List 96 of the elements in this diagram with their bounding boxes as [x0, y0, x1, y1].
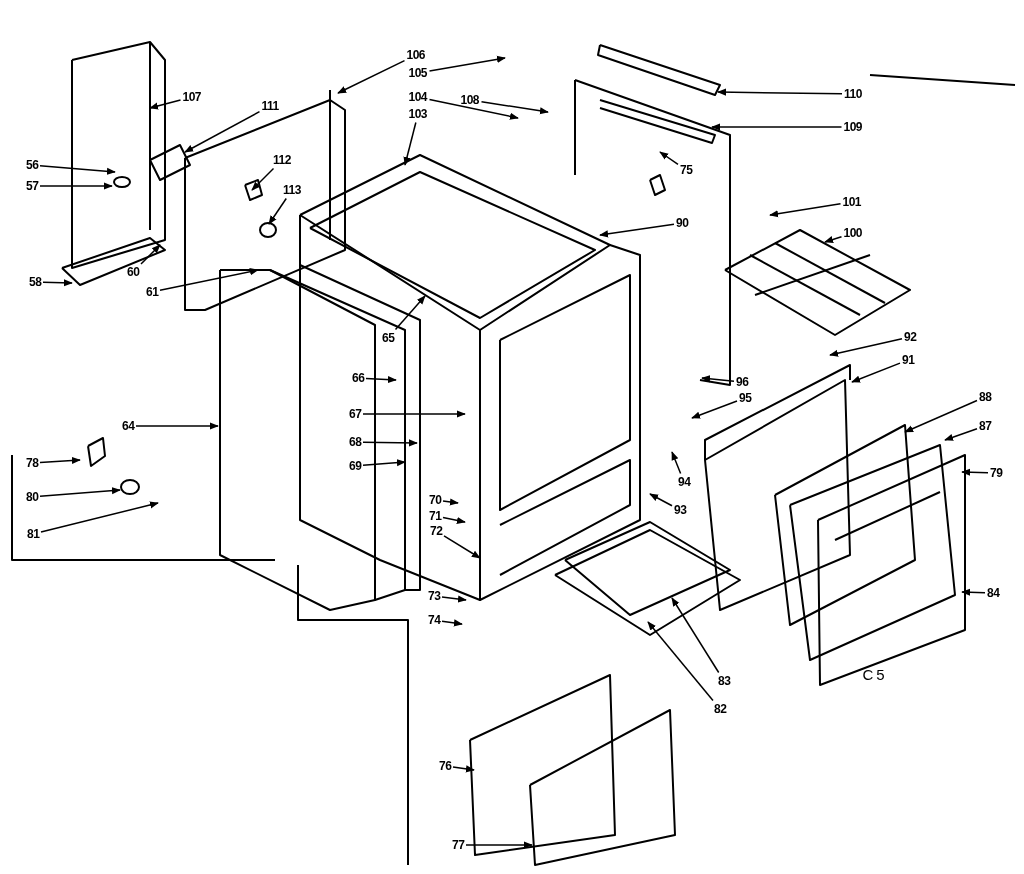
callout-number: 108 — [460, 93, 480, 107]
callout-number: 56 — [26, 158, 39, 172]
callout-number: 75 — [680, 163, 693, 177]
leader-line — [362, 459, 406, 467]
leader-line — [135, 422, 219, 430]
leader-line — [251, 167, 275, 191]
leader-line — [465, 841, 533, 849]
leader-line — [647, 621, 714, 702]
callout-number: 61 — [146, 285, 159, 299]
callout-number: 65 — [382, 331, 395, 345]
callout-number: 68 — [349, 435, 362, 449]
callout-number: 111 — [261, 99, 279, 113]
callout-number: 103 — [408, 107, 428, 121]
callout-number: 93 — [674, 503, 687, 517]
leader-line — [829, 338, 903, 357]
callout-number: 71 — [429, 509, 442, 523]
figure-code: C5 — [862, 665, 888, 683]
callout-number: 94 — [678, 475, 691, 489]
leader-line — [39, 487, 121, 498]
leader-line — [441, 595, 467, 603]
leader-line — [851, 362, 901, 383]
leader-line — [39, 182, 113, 190]
leader-line — [39, 456, 81, 465]
callout-number: 79 — [990, 466, 1003, 480]
callout-number: 74 — [428, 613, 441, 627]
callout-number: 77 — [452, 838, 465, 852]
callout-number: 72 — [430, 524, 443, 538]
callout-number: 113 — [283, 183, 301, 197]
leader-line — [403, 121, 417, 166]
callout-number: 76 — [439, 759, 452, 773]
callout-number: 90 — [676, 216, 689, 230]
leader-line — [769, 203, 842, 218]
leader-line — [961, 468, 989, 476]
leader-line — [671, 451, 682, 475]
callout-number: 112 — [273, 153, 291, 167]
callout-number: 83 — [718, 674, 731, 688]
leader-line — [443, 535, 481, 559]
leader-line — [599, 223, 675, 238]
callout-number: 64 — [122, 419, 135, 433]
leader-line — [362, 410, 466, 418]
leader-line — [184, 110, 261, 153]
leader-line — [441, 619, 463, 627]
leader-line — [442, 516, 466, 524]
leader-line — [159, 268, 259, 292]
leader-line — [452, 765, 475, 773]
leader-line — [394, 295, 426, 331]
callout-number: 84 — [987, 586, 1000, 600]
leader-line — [337, 59, 406, 94]
leader-line — [149, 99, 182, 110]
callout-number: 87 — [979, 419, 992, 433]
callout-number: 70 — [429, 493, 442, 507]
leader-line — [649, 493, 673, 507]
leader-line — [40, 501, 159, 533]
callout-number: 96 — [736, 375, 749, 389]
leader-line — [711, 123, 843, 131]
leader-line — [659, 151, 679, 166]
callout-number: 80 — [26, 490, 39, 504]
callout-number: 104 — [408, 90, 428, 104]
callout-number: 109 — [843, 120, 863, 134]
callout-number: 106 — [406, 48, 426, 62]
callout-number: 81 — [27, 527, 40, 541]
leader-line — [428, 55, 506, 72]
callout-number: 110 — [844, 87, 862, 101]
callout-number: 60 — [127, 265, 140, 279]
callout-number: 92 — [904, 330, 917, 344]
leader-line — [39, 164, 116, 175]
leader-line — [480, 101, 549, 115]
callout-number: 95 — [739, 391, 752, 405]
leader-line — [365, 376, 397, 384]
callout-number: 100 — [843, 226, 863, 240]
callout-number: 58 — [29, 275, 42, 289]
leader-line — [362, 439, 418, 447]
leader-line — [824, 235, 843, 243]
callout-number: 67 — [349, 407, 362, 421]
leader-line — [904, 399, 978, 433]
leader-line — [691, 400, 738, 419]
leader-line — [268, 197, 287, 225]
leader-line — [717, 88, 843, 96]
callout-number: 88 — [979, 390, 992, 404]
callout-number: 91 — [902, 353, 915, 367]
leader-line — [961, 588, 986, 596]
callout-number: 107 — [182, 90, 202, 104]
callout-number: 101 — [842, 195, 862, 209]
leader-line — [428, 98, 519, 120]
leader-line — [671, 597, 720, 674]
leader-line — [42, 279, 73, 287]
callout-number: 82 — [714, 702, 727, 716]
callout-number: 66 — [352, 371, 365, 385]
leader-line — [442, 498, 459, 506]
leader-line — [944, 428, 978, 441]
callout-number: 78 — [26, 456, 39, 470]
leader-line — [701, 375, 735, 383]
callout-number: 69 — [349, 459, 362, 473]
callout-number: 57 — [26, 179, 39, 193]
callout-number: 105 — [408, 66, 428, 80]
callout-number: 73 — [428, 589, 441, 603]
